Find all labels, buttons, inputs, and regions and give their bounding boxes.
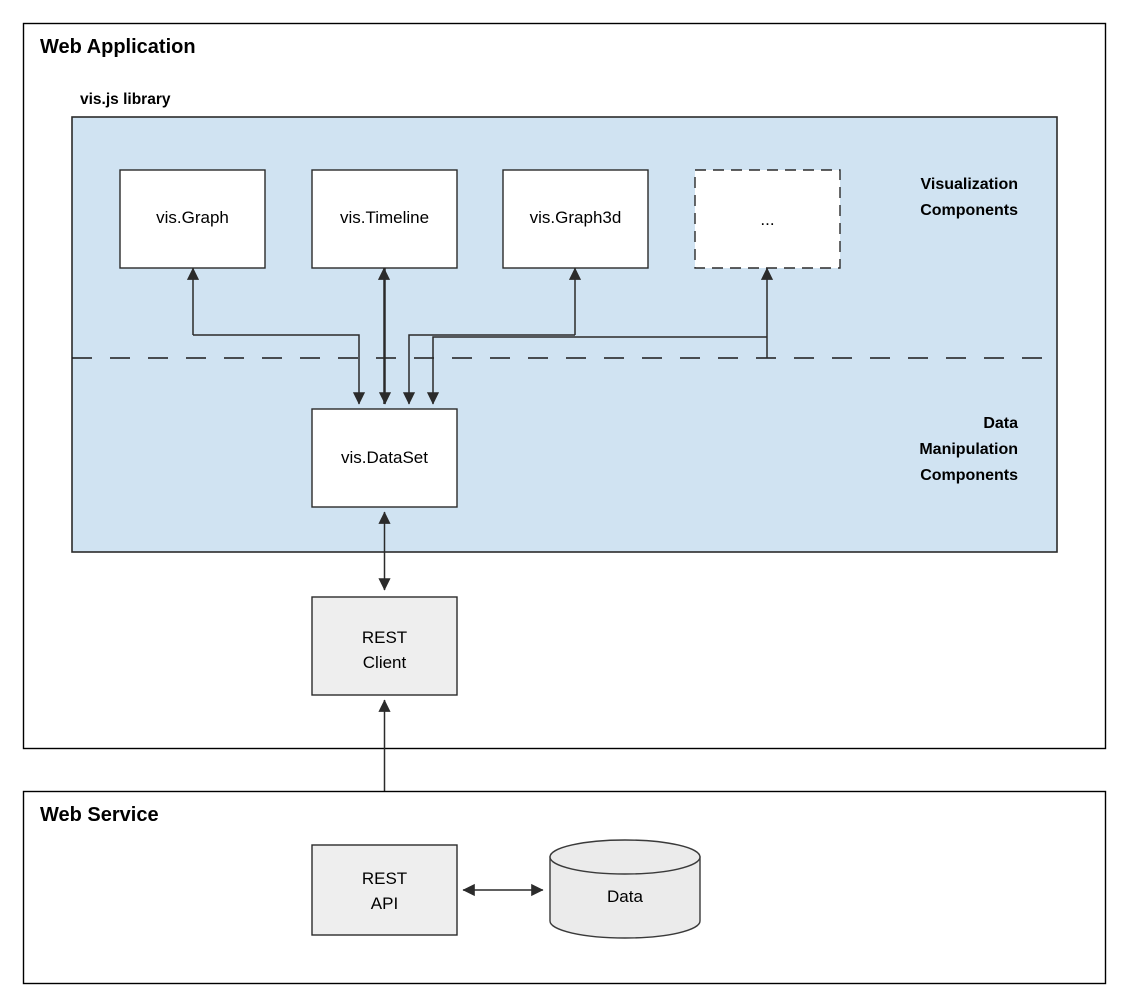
node-more-components-box[interactable] — [694, 169, 841, 269]
node-vis-dataset[interactable]: vis.DataSet — [311, 408, 458, 508]
band-label-data-manipulation-line3: Components — [920, 467, 1018, 484]
connector-vis-graph3d-to-dataset — [402, 334, 575, 405]
band-label-data-manipulation-line1: Data — [983, 415, 1018, 432]
node-rest-client[interactable]: REST Client — [311, 596, 458, 696]
node-rest-client-box[interactable] — [311, 596, 458, 696]
group-title-visjs-library: vis.js library — [80, 91, 171, 108]
node-rest-client-label-line2: Client — [363, 653, 407, 672]
node-vis-graph-box[interactable] — [119, 169, 266, 269]
connector-vis-graph-to-dataset — [193, 334, 366, 405]
node-vis-graph3d-label: vis.Graph3d — [530, 208, 622, 227]
node-rest-api-label-line2: API — [371, 894, 398, 913]
node-rest-api[interactable]: REST API — [311, 844, 458, 936]
node-vis-graph-label: vis.Graph — [156, 208, 229, 227]
node-vis-timeline[interactable]: vis.Timeline — [311, 169, 458, 269]
node-rest-client-label-line1: REST — [362, 628, 407, 647]
node-vis-graph3d[interactable]: vis.Graph3d — [502, 169, 649, 269]
panel-title-web-service: Web Service — [40, 804, 159, 826]
connector-more-to-dataset — [426, 336, 767, 405]
node-vis-timeline-label: vis.Timeline — [340, 208, 429, 227]
node-vis-graph[interactable]: vis.Graph — [119, 169, 266, 269]
node-more-components-label: ... — [760, 210, 774, 229]
node-rest-api-box[interactable] — [311, 844, 458, 936]
node-vis-dataset-box[interactable] — [311, 408, 458, 508]
band-label-data-manipulation-line2: Manipulation — [919, 441, 1018, 458]
node-vis-dataset-label: vis.DataSet — [341, 448, 428, 467]
band-label-visualization-line2: Components — [920, 202, 1018, 219]
band-label-data-manipulation-components: Data Manipulation Components — [919, 415, 1018, 484]
node-data-store[interactable]: Data — [549, 839, 701, 939]
band-label-visualization-line1: Visualization — [920, 176, 1018, 193]
node-vis-graph3d-box[interactable] — [502, 169, 649, 269]
node-rest-api-label-line1: REST — [362, 869, 407, 888]
band-label-visualization-components: Visualization Components — [920, 176, 1018, 219]
node-more-components[interactable]: ... — [694, 169, 841, 269]
node-vis-timeline-box[interactable] — [311, 169, 458, 269]
node-data-store-label: Data — [607, 887, 643, 906]
data-store-cylinder-body[interactable] — [549, 856, 701, 939]
panel-title-web-application: Web Application — [40, 36, 196, 58]
data-store-cylinder-top — [549, 839, 701, 875]
